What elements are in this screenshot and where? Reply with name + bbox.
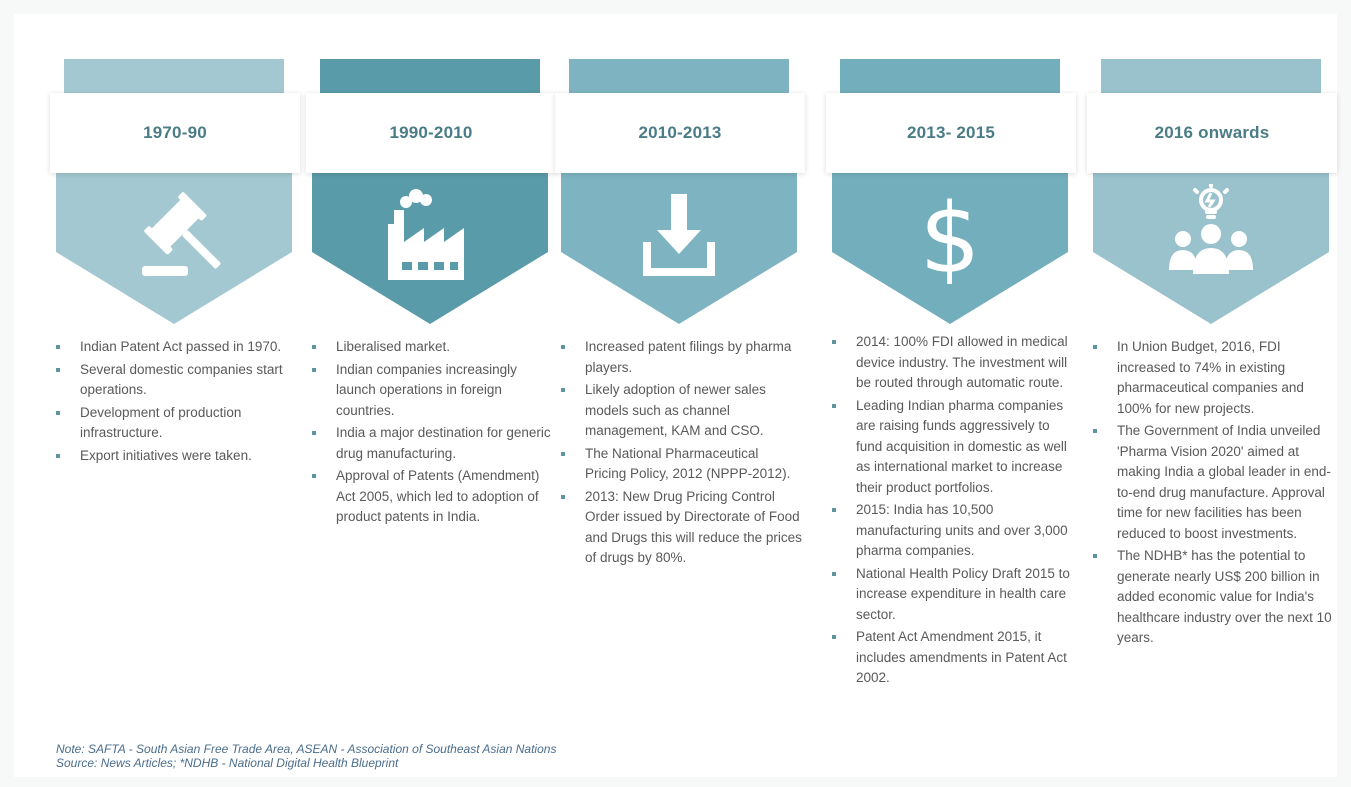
- list-item-text: Several domestic companies start operati…: [80, 361, 283, 398]
- list-item-text: Approval of Patents (Amendment) Act 2005…: [336, 468, 540, 524]
- list-item: Several domestic companies start operati…: [48, 360, 298, 401]
- list-item: Liberalised market.: [304, 337, 554, 358]
- svg-text:$: $: [919, 184, 980, 284]
- gavel-icon: [142, 192, 221, 276]
- list-item-text: Patent Act Amendment 2015, it includes a…: [856, 629, 1067, 685]
- list-item: National Health Policy Draft 2015 to inc…: [824, 564, 1074, 626]
- timeline-canvas: 1970-90 Indian Patent Act passed in 1970…: [14, 14, 1337, 777]
- period-bullet-list: 2014: 100% FDI allowed in medical device…: [824, 332, 1074, 691]
- bullet-marker: [312, 367, 316, 372]
- bullet-marker: [561, 494, 565, 499]
- period-label: 1990-2010: [389, 123, 473, 142]
- bullet-marker: [312, 345, 316, 349]
- period-label: 1970-90: [143, 123, 207, 142]
- bullet-marker: [832, 403, 836, 408]
- bullet-marker: [56, 453, 60, 458]
- list-item-text: Development of production infrastructure…: [80, 404, 242, 441]
- list-item-text: Leading Indian pharma companies are rais…: [856, 397, 1067, 495]
- period-label-card: 1990-2010: [306, 93, 556, 173]
- list-item-text: Indian companies increasingly launch ope…: [336, 361, 517, 418]
- period-color-bar: [840, 59, 1060, 95]
- list-item-text: India a major destination for generic dr…: [336, 425, 551, 461]
- footer-notes: Note: SAFTA - South Asian Free Trade Are…: [56, 742, 556, 770]
- list-item: Patent Act Amendment 2015, it includes a…: [824, 627, 1074, 689]
- bullet-marker: [56, 367, 60, 372]
- period-bullet-list: Indian Patent Act passed in 1970. Severa…: [48, 337, 298, 468]
- timeline-column-2016-onwards: 2016 onwards: [1071, 14, 1337, 777]
- list-item-text: In Union Budget, 2016, FDI increased to …: [1117, 339, 1304, 416]
- list-item-text: The NDHB* has the potential to generate …: [1117, 548, 1332, 645]
- period-chevron: [832, 172, 1068, 324]
- bullet-marker: [561, 345, 565, 349]
- list-item: Development of production infrastructure…: [48, 403, 298, 444]
- list-item: Increased patent filings by pharma playe…: [553, 337, 803, 378]
- team-idea-icon: [1169, 184, 1253, 274]
- period-chevron: [56, 172, 292, 324]
- list-item-text: Likely adoption of newer sales models su…: [585, 382, 766, 438]
- list-item: 2015: India has 10,500 manufacturing uni…: [824, 500, 1074, 562]
- period-label-card: 2013- 2015: [826, 93, 1076, 173]
- bullet-marker: [832, 571, 836, 576]
- list-item: 2014: 100% FDI allowed in medical device…: [824, 332, 1074, 394]
- list-item: Export initiatives were taken.: [48, 446, 298, 467]
- period-color-bar: [569, 59, 789, 95]
- period-label-card: 1970-90: [50, 93, 300, 173]
- footer-note: Note: SAFTA - South Asian Free Trade Are…: [56, 742, 557, 756]
- list-item-text: Increased patent filings by pharma playe…: [585, 339, 792, 375]
- list-item-text: National Health Policy Draft 2015 to inc…: [856, 565, 1070, 622]
- download-icon: [643, 194, 715, 276]
- timeline-column-1990-2010: 1990-2010 Liberalised market. In: [290, 14, 556, 777]
- list-item: 2013: New Drug Pricing Control Order iss…: [553, 487, 803, 569]
- bullet-marker: [561, 388, 565, 392]
- timeline-column-2013-2015: 2013- 2015 $ 2014: 100% FDI allowed in m…: [810, 14, 1076, 777]
- footer-source: Source: News Articles; *NDHB - National …: [56, 756, 399, 770]
- period-label: 2013- 2015: [906, 123, 996, 142]
- factory-icon: [388, 189, 464, 280]
- period-bullet-list: In Union Budget, 2016, FDI increased to …: [1085, 337, 1335, 651]
- timeline-column-2010-2013: 2010-2013 Increased patent filings by ph…: [539, 14, 805, 777]
- timeline-column-1970-90: 1970-90 Indian Patent Act passed in 1970…: [34, 14, 300, 777]
- period-color-bar: [1101, 59, 1321, 95]
- bullet-marker: [312, 474, 316, 478]
- period-label: 2010-2013: [638, 123, 722, 142]
- list-item-text: 2015: India has 10,500 manufacturing uni…: [856, 502, 1068, 558]
- period-color-bar: [64, 59, 284, 95]
- period-bullet-list: Increased patent filings by pharma playe…: [553, 337, 803, 571]
- list-item-text: 2014: 100% FDI allowed in medical device…: [856, 334, 1068, 390]
- list-item-text: Indian Patent Act passed in 1970.: [80, 339, 282, 354]
- bullet-marker: [832, 508, 836, 512]
- list-item: Indian companies increasingly launch ope…: [304, 360, 554, 422]
- list-item-text: The National Pharmaceutical Pricing Poli…: [585, 445, 791, 482]
- period-label-card: 2010-2013: [555, 93, 805, 173]
- list-item: The National Pharmaceutical Pricing Poli…: [553, 444, 803, 485]
- list-item: Indian Patent Act passed in 1970.: [48, 337, 298, 358]
- list-item-text: Export initiatives were taken.: [80, 447, 252, 463]
- list-item: Leading Indian pharma companies are rais…: [824, 396, 1074, 499]
- list-item: The NDHB* has the potential to generate …: [1085, 546, 1335, 649]
- list-item: In Union Budget, 2016, FDI increased to …: [1085, 337, 1335, 419]
- bullet-marker: [312, 431, 316, 435]
- bullet-marker: [1093, 345, 1097, 349]
- list-item: Approval of Patents (Amendment) Act 2005…: [304, 466, 554, 528]
- dollar-icon: $: [919, 184, 980, 284]
- bullet-marker: [561, 451, 565, 456]
- list-item-text: The Government of India unveiled 'Pharma…: [1117, 423, 1331, 541]
- bullet-marker: [56, 345, 60, 349]
- period-bullet-list: Liberalised market. Indian companies inc…: [304, 337, 554, 530]
- bullet-marker: [832, 340, 836, 344]
- period-label: 2016 onwards: [1154, 123, 1270, 142]
- period-label-card: 2016 onwards: [1087, 93, 1337, 173]
- list-item-text: 2013: New Drug Pricing Control Order iss…: [585, 488, 802, 566]
- list-item: Likely adoption of newer sales models su…: [553, 380, 803, 442]
- list-item: The Government of India unveiled 'Pharma…: [1085, 421, 1335, 544]
- bullet-marker: [1093, 554, 1097, 558]
- bullet-marker: [1093, 429, 1097, 433]
- list-item: India a major destination for generic dr…: [304, 423, 554, 464]
- bullet-marker: [832, 635, 836, 639]
- bullet-marker: [56, 410, 60, 415]
- period-color-bar: [320, 59, 540, 95]
- list-item-text: Liberalised market.: [336, 339, 451, 354]
